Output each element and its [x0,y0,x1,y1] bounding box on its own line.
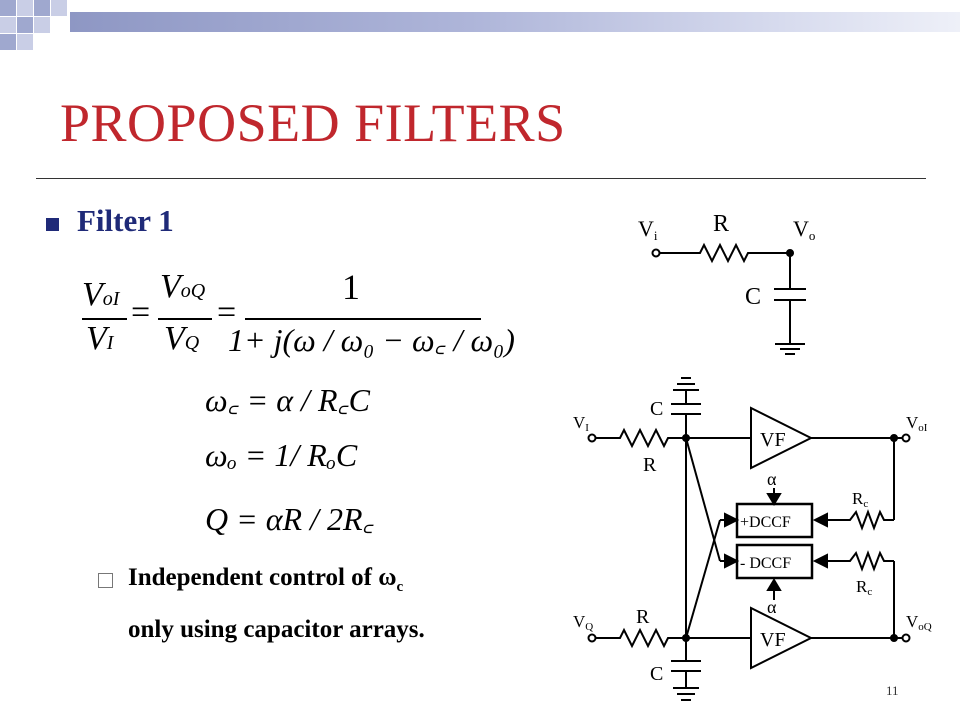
filter-vi-label: VI [573,413,589,434]
dccf-minus-label: - DCCF [740,555,791,572]
filter-vq-label: VQ [573,612,593,633]
eq1-rhs-numerator: 1 [342,267,360,307]
title-divider [36,178,926,179]
filter-r-top-label: R [643,454,657,476]
corner-decoration [0,0,70,70]
dccf-plus-label: +DCCF [740,514,791,531]
sub-bullet-subscript: c [396,579,404,595]
rc-lowpass-circuit [651,242,806,355]
rc-r-label: R [713,211,729,237]
fraction-bar [245,318,481,320]
filter-c-bottom-label: C [650,663,663,685]
sub-bullet-line-2: only using capacitor arrays. [128,616,425,643]
equals-sign: = [217,294,237,331]
page-number: 11 [886,683,899,698]
filter-alpha-top-label: α [767,469,777,489]
eq1-lhs1-denominator-sub: I [106,332,114,354]
eq1-lhs2-numerator-sub: oQ [180,280,206,302]
bullet-square-icon [46,218,59,231]
filter-vf-top-label: VF [760,429,786,451]
eq1-lhs2-denominator: V [164,320,185,357]
eq1-lhs1-denominator: V [86,320,107,357]
eq1-lhs1-numerator: V [82,276,103,313]
equation-omega-c: ω꜀ = α / R꜀C [205,382,370,418]
filter-alpha-bottom-label: α [767,597,777,617]
filter-vf-bottom-label: VF [760,629,786,651]
sub-bullet-line-1-text: Independent control of ω [128,564,397,591]
equation-q: Q = αR / 2R꜀ [205,501,374,537]
slide-title: PROPOSED FILTERS [60,93,566,153]
eq1-lhs2-numerator: V [160,268,181,305]
filter-voi-label: VoI [906,413,928,434]
equation-omega-o: ωₒ = 1/ RₒC [205,437,358,473]
eq1-lhs1-numerator-sub: oI [102,288,120,310]
sub-bullet-box-icon [98,573,113,588]
rc-vi-label: Vi [638,216,658,243]
quadrature-filter-circuit [587,377,911,701]
filter-voq-label: VoQ [906,612,932,633]
filter-rc-top-label: Rc [852,489,868,510]
fraction-bar [82,318,127,320]
bullet-filter-1: Filter 1 [77,203,174,238]
fraction-bar [158,318,212,320]
sub-bullet-line-1: Independent control of ωc [128,564,403,596]
filter-r-bottom-label: R [636,606,650,628]
filter-c-top-label: C [650,398,663,420]
top-gradient-bar [70,12,960,32]
rc-vo-label: Vo [793,216,815,243]
rc-c-label: C [745,284,761,310]
equals-sign: = [131,294,151,331]
eq1-rhs-denominator: 1+ j(ω / ω₀ − ω꜀ / ω₀) [228,322,515,358]
filter-rc-bottom-label: Rc [856,577,872,598]
eq1-lhs2-denominator-sub: Q [184,332,200,354]
